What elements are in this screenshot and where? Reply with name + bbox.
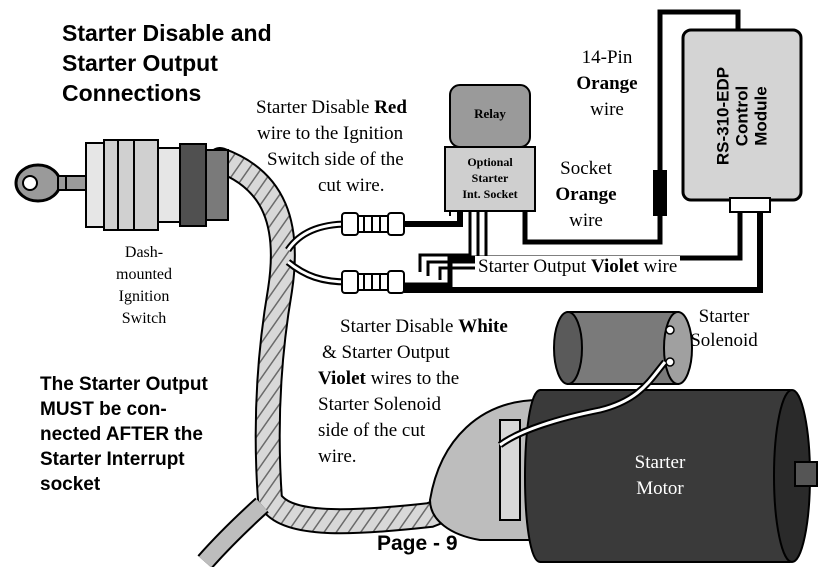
title-line-3: Connections: [62, 80, 202, 106]
red-note-line-2: wire to the Ignition: [257, 123, 404, 144]
switch-line-1: Dash-: [124, 244, 164, 261]
starter-disable-red-note: Starter Disable Red wire to the Ignition…: [256, 95, 407, 199]
socket-line-3: Int. Socket: [462, 187, 518, 201]
white-note-line-5: side of the cut: [318, 420, 426, 441]
relay-label: Relay: [474, 106, 506, 121]
butt-connector-top: [341, 212, 405, 236]
ignition-key-icon: [14, 163, 93, 203]
title-line-1: Starter Disable and: [62, 20, 272, 46]
warning-line-1: The Starter Output: [40, 374, 208, 395]
module-connector: [729, 197, 771, 213]
title-line-2: Starter Output: [62, 50, 218, 76]
warning-line-5: socket: [40, 474, 101, 495]
red-note-line-4: cut wire.: [318, 175, 385, 196]
warning-note: The Starter Output MUST be con- nected A…: [40, 372, 208, 497]
pin14-line-2: Orange: [576, 73, 638, 94]
white-note-line-6: wire.: [318, 446, 357, 467]
module-line-1: RS-310-EDP: [713, 66, 733, 166]
white-note-l3-suffix: wires to the: [365, 368, 460, 389]
starter-interrupt-socket: [444, 146, 536, 212]
switch-line-4: Switch: [121, 310, 167, 327]
pin14-orange-label: 14-Pin Orange wire: [560, 45, 654, 123]
pin14-line-3: wire: [590, 99, 624, 120]
wires-socket-down: [418, 212, 472, 272]
white-note-line-2: & Starter Output: [322, 342, 450, 363]
starter-motor: [428, 389, 818, 563]
violet-label-prefix: Starter Output: [478, 256, 591, 277]
warning-line-3: nected AFTER the: [40, 424, 203, 445]
white-note-prefix: Starter Disable: [340, 316, 459, 337]
inline-fuse: [653, 170, 667, 216]
violet-label-suffix: wire: [638, 256, 678, 277]
warning-line-2: MUST be con-: [40, 399, 167, 420]
socket-wire-line-2: Orange: [555, 184, 617, 205]
red-wire-to-socket: [404, 212, 463, 227]
socket-label: Optional Starter Int. Socket: [445, 154, 535, 202]
socket-orange-wire: [522, 9, 741, 245]
socket-orange-label: Socket Orange wire: [540, 156, 632, 234]
socket-line-1: Optional: [467, 155, 513, 169]
red-note-bold: Red: [374, 97, 407, 118]
solenoid-label: Starter Solenoid: [676, 305, 772, 353]
motor-line-2: Motor: [636, 478, 684, 499]
pin14-line-1: 14-Pin: [581, 47, 633, 68]
white-note-line-4: Starter Solenoid: [318, 394, 441, 415]
red-note-line-3: Switch side of the: [267, 149, 404, 170]
socket-line-2: Starter: [471, 171, 509, 185]
violet-wire: [404, 210, 743, 288]
module-label: RS-310-EDP Control Module: [683, 32, 801, 200]
white-note-bold: White: [458, 316, 508, 337]
socket-wire-line-1: Socket: [560, 158, 612, 179]
page-number: Page - 9: [377, 532, 458, 555]
white-note-l3-bold: Violet: [318, 368, 366, 389]
motor-line-1: Starter: [634, 452, 686, 473]
module-line-2: Control: [732, 85, 752, 147]
violet-label-bold: Violet: [590, 256, 639, 277]
switch-line-2: mounted: [116, 266, 172, 283]
starter-solenoid: [553, 311, 693, 385]
solenoid-line-1: Starter: [698, 306, 750, 327]
module-line-3: Module: [751, 86, 771, 146]
motor-label: Starter Motor: [590, 450, 730, 502]
ignition-switch: [85, 139, 229, 231]
starter-output-violet-label: Starter Output Violet wire: [475, 256, 681, 278]
switch-line-3: Ignition: [118, 288, 170, 305]
diagram-title: Starter Disable and Starter Output Conne…: [62, 18, 272, 108]
starter-disable-white-note: Starter Disable White & Starter Output V…: [318, 314, 508, 470]
solenoid-line-2: Solenoid: [690, 330, 758, 351]
socket-wire-line-3: wire: [569, 210, 603, 231]
red-note-prefix: Starter Disable: [256, 97, 375, 118]
ignition-switch-label: Dash- mounted Ignition Switch: [94, 242, 194, 330]
butt-connector-bottom: [341, 270, 405, 294]
warning-line-4: Starter Interrupt: [40, 449, 185, 470]
